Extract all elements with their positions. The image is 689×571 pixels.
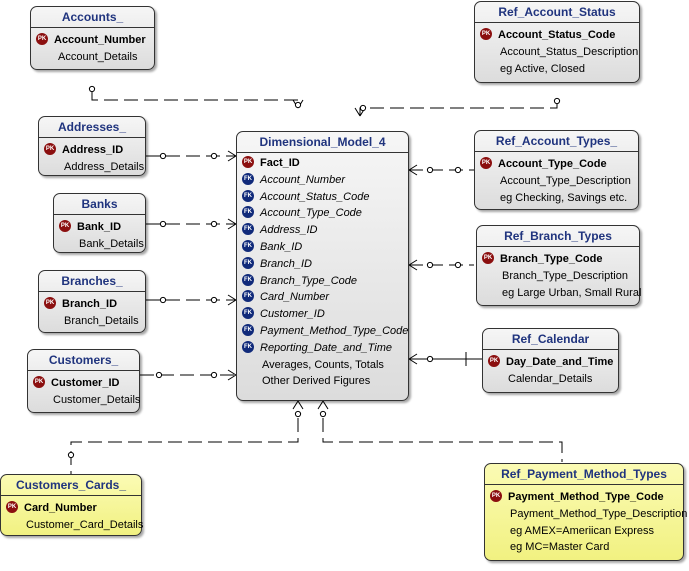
rel-customers-cards xyxy=(70,418,299,474)
entity-title: Branches_ xyxy=(39,271,145,292)
entity-title: Ref_Calendar xyxy=(483,329,618,350)
attribute-row: eg Active, Closed xyxy=(500,62,585,75)
entity-title: Ref_Payment_Method_Types xyxy=(485,464,683,485)
fk-icon: FK xyxy=(242,223,254,236)
attribute-row: eg Large Urban, Small Rural xyxy=(502,286,642,299)
pk-icon: PK xyxy=(490,490,502,503)
attribute-row: eg AMEX=Ameriican Express xyxy=(510,524,654,537)
pk-icon: PK xyxy=(36,33,48,46)
fk-icon: FK xyxy=(242,189,254,202)
entity-title: Addresses_ xyxy=(39,117,145,138)
fk-icon: FK xyxy=(242,307,254,320)
pk-icon: PK xyxy=(482,252,494,265)
entity-title: Customers_ xyxy=(28,350,139,371)
fk-icon: FK xyxy=(242,324,254,337)
attribute-row: Branch_Type_Description xyxy=(502,269,628,282)
entity-title: Ref_Branch_Types xyxy=(477,226,639,247)
crowfoot-right xyxy=(408,164,418,365)
attribute-row: Address_Details xyxy=(64,160,145,173)
attribute-row: eg Checking, Savings etc. xyxy=(500,191,628,204)
pk-icon: PK xyxy=(59,220,71,233)
attribute-row: Account_Type_Description xyxy=(500,174,631,187)
pk-icon: PK xyxy=(480,157,492,170)
pk-icon: PK xyxy=(242,156,254,169)
pk-icon: PK xyxy=(6,501,18,514)
entity-title: Ref_Account_Types_ xyxy=(475,131,638,152)
pk-icon: PK xyxy=(480,28,492,41)
pk-icon: PK xyxy=(44,143,56,156)
entity-title: Dimensional_Model_4 xyxy=(237,132,408,153)
attribute-row: Customer_Card_Details xyxy=(26,518,144,531)
rel-payment-methods xyxy=(322,418,563,462)
attribute-row: eg MC=Master Card xyxy=(510,541,610,554)
rel-account-status xyxy=(359,101,558,116)
entity-title: Banks xyxy=(54,194,145,215)
entity-title: Customers_Cards_ xyxy=(1,475,141,496)
fk-icon: FK xyxy=(242,206,254,219)
attribute-row: Bank_Details xyxy=(79,237,144,250)
pk-icon: PK xyxy=(33,376,45,389)
rel-accounts xyxy=(91,92,299,108)
attribute-row: Averages, Counts, Totals xyxy=(262,358,384,371)
fk-icon: FK xyxy=(242,172,254,185)
entity-title: Accounts_ xyxy=(31,7,154,28)
crowfoot-left xyxy=(227,150,237,381)
attribute-row: Customer_Details xyxy=(53,393,141,406)
attribute-row: Other Derived Figures xyxy=(262,375,371,388)
fk-icon: FK xyxy=(242,290,254,303)
pk-icon: PK xyxy=(44,297,56,310)
fk-icon: FK xyxy=(242,340,254,353)
attribute-row: Account_Status_Description xyxy=(500,45,639,58)
fk-icon: FK xyxy=(242,240,254,253)
attribute-row: Calendar_Details xyxy=(508,372,593,385)
pk-icon: PK xyxy=(488,355,500,368)
attribute-row: Payment_Method_Type_Description xyxy=(510,507,688,520)
attribute-row: Branch_Details xyxy=(64,314,139,327)
fk-icon: FK xyxy=(242,273,254,286)
fk-icon: FK xyxy=(242,256,254,269)
crowfoot-bottom xyxy=(292,400,329,410)
entity-title: Ref_Account_Status xyxy=(475,2,639,23)
attribute-row: Account_Details xyxy=(58,50,138,63)
